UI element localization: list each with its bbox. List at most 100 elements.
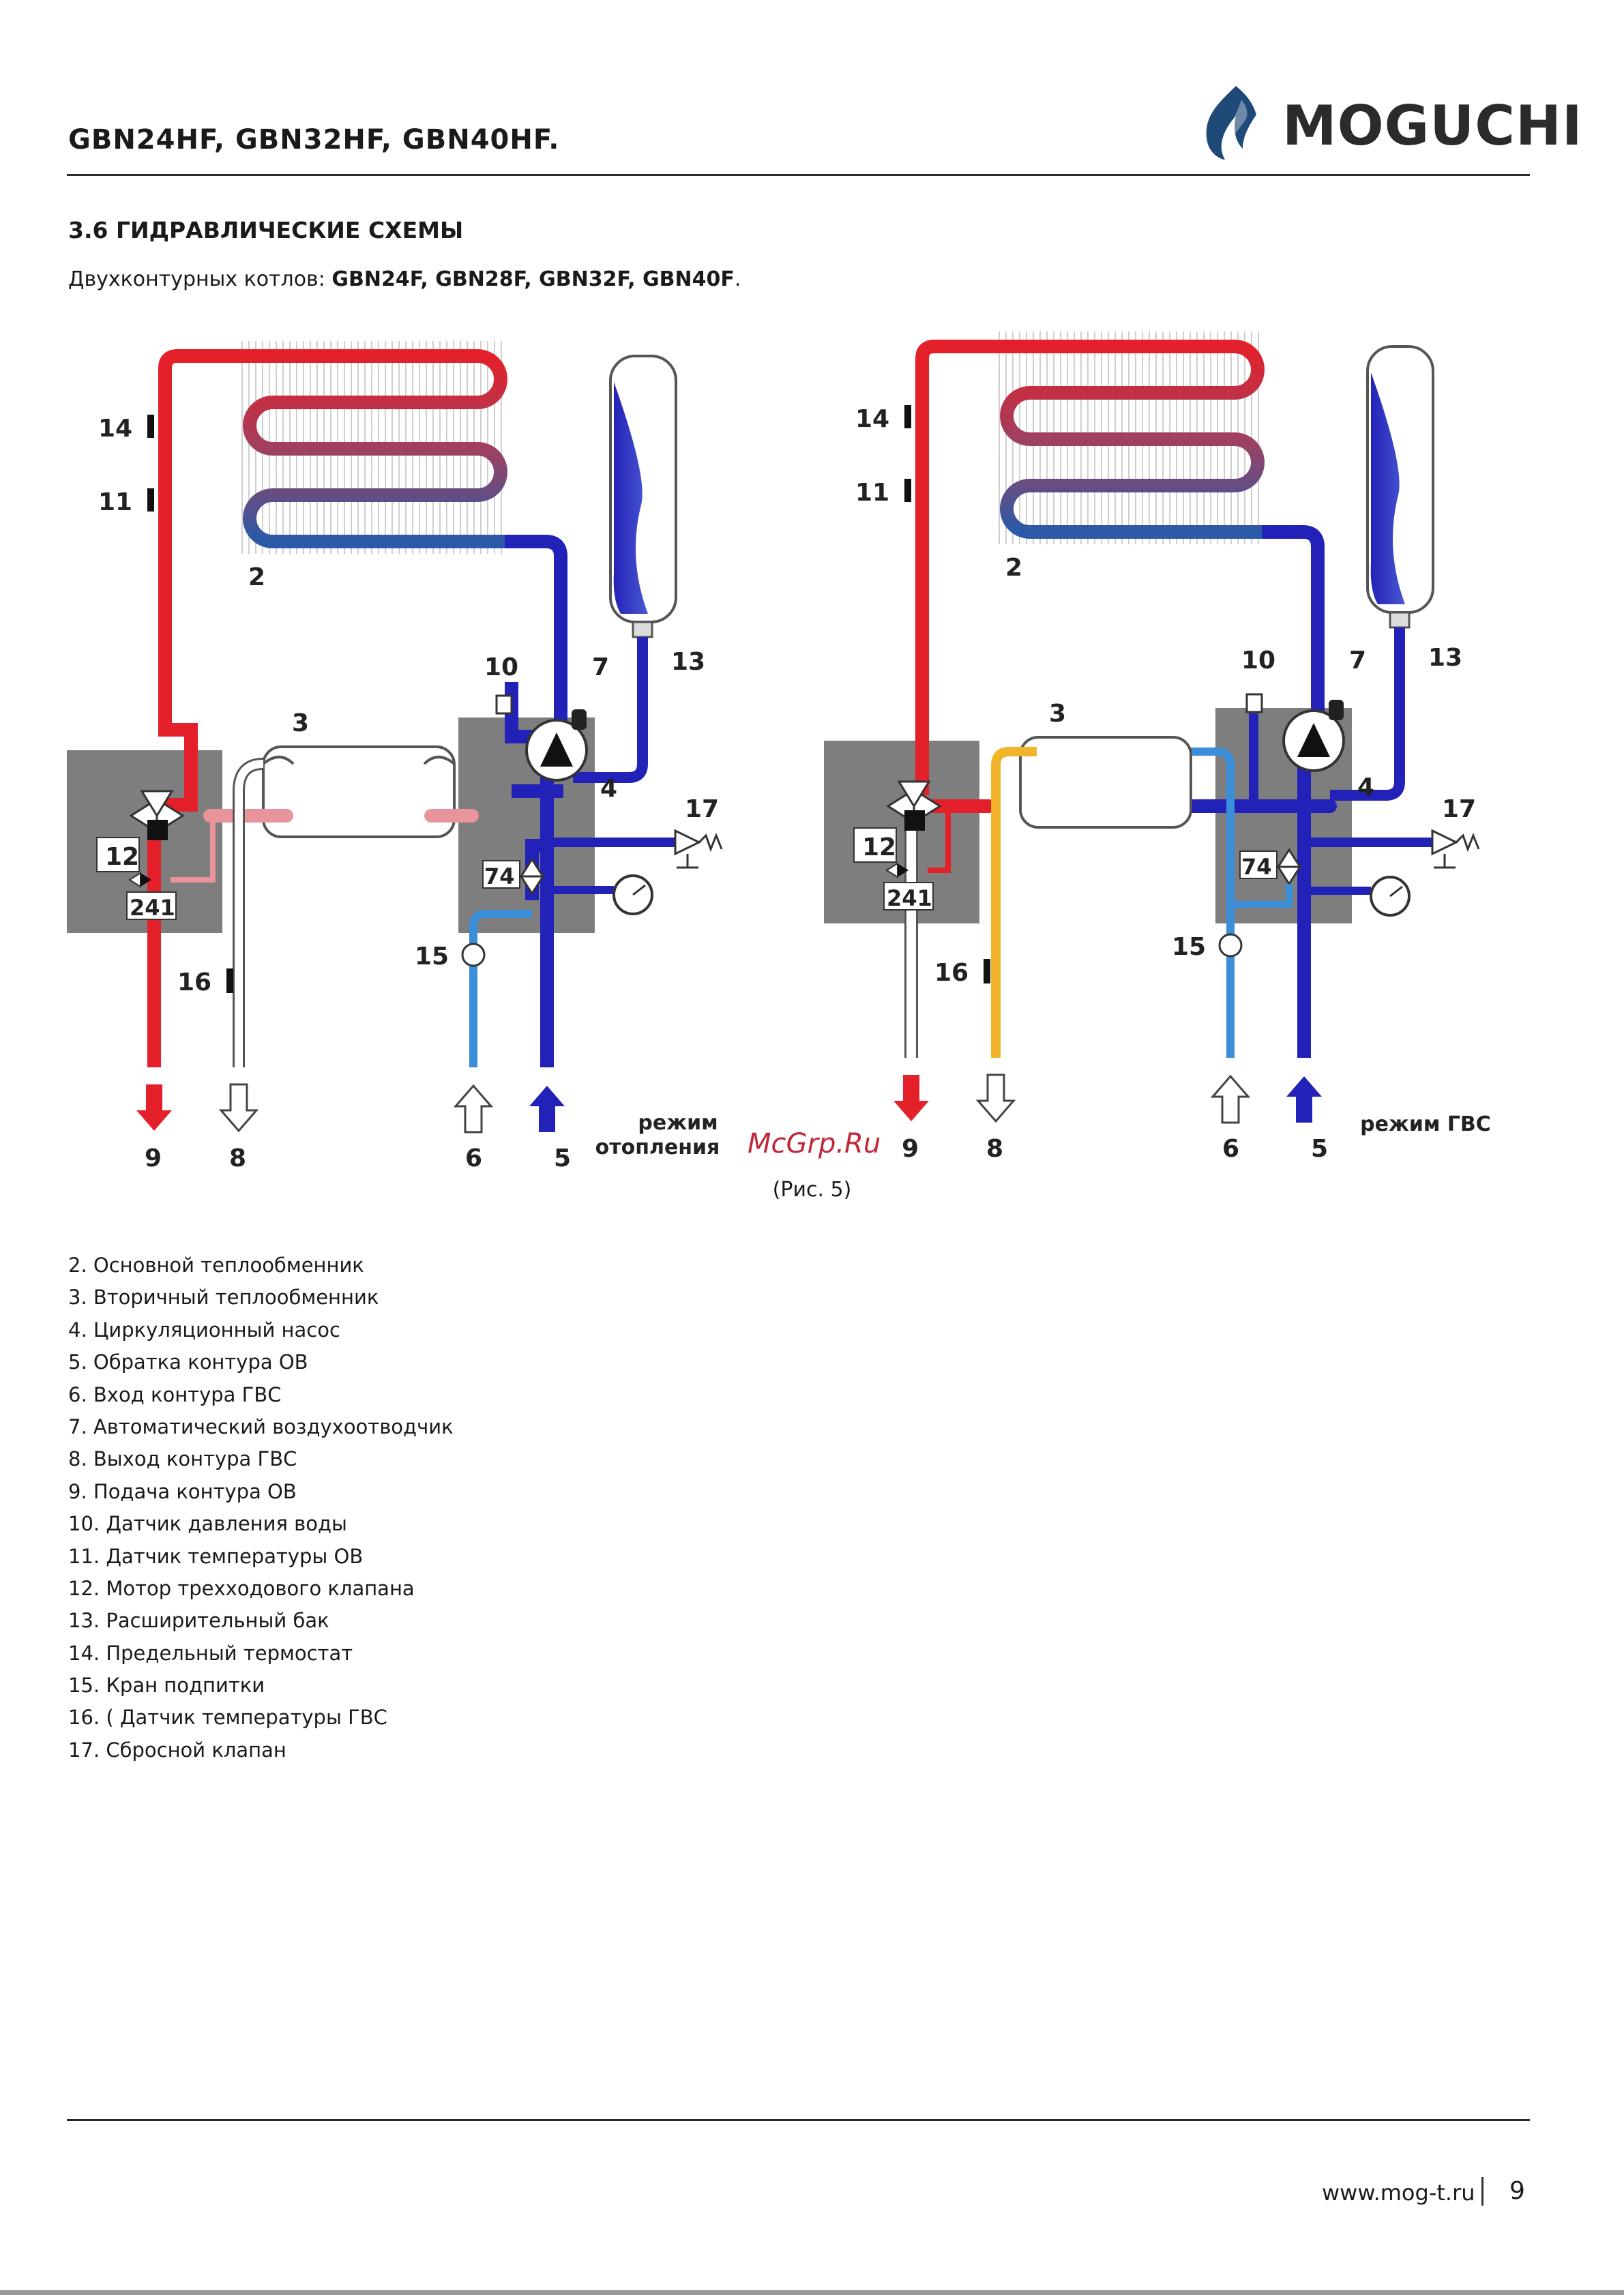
secondary-heat-exchanger [262,745,456,838]
label-241: 241 [130,895,175,921]
legend-item: 16. ( Датчик температуры ГВС [68,1706,387,1730]
legend-item: 10. Датчик давления воды [68,1512,347,1536]
label-10: 10 [484,653,518,681]
footer-divider [67,2119,1530,2121]
label-2: 2 [1005,554,1022,582]
return-arrow [529,1086,565,1132]
label-5: 5 [1311,1135,1328,1163]
label-9: 9 [902,1135,919,1163]
label-12: 12 [105,843,139,871]
footer-url[interactable]: www.mog-t.ru [1322,2180,1475,2206]
label-15: 15 [415,943,449,971]
label-9: 9 [145,1144,162,1172]
legend-item: 8. Выход контура ГВС [68,1447,297,1471]
intro-suffix: . [734,267,741,291]
limit-thermostat [904,405,911,428]
label-6: 6 [1222,1135,1239,1163]
label-17: 17 [685,795,719,823]
intro-prefix: Двухконтурных котлов: [68,267,332,291]
legend-item: 3. Вторичный теплообменник [68,1286,379,1309]
scheme-dhw: 14 11 2 10 7 13 3 4 17 12 241 74 15 16 9… [824,331,1491,1163]
label-11: 11 [855,479,889,507]
label-16: 16 [177,968,211,996]
legend-item: 2. Основной теплообменник [68,1254,364,1277]
fill-tap [461,943,486,967]
legend-item: 6. Вход контура ГВС [68,1382,282,1406]
hydraulic-diagram: 14 11 2 10 7 13 3 4 17 12 241 74 15 16 9… [67,331,1491,1172]
label-74: 74 [1241,854,1272,880]
brand-name: MOGUCHI [1282,94,1583,158]
legend-item: 13. Расширительный бак [68,1609,329,1633]
flame-logo-icon [1206,86,1256,160]
label-10: 10 [1241,647,1275,675]
label-3: 3 [292,709,309,737]
label-17: 17 [1442,795,1476,823]
label-14: 14 [855,405,889,433]
dhw-sensor [984,959,990,983]
pressure-sensor [1245,693,1263,713]
mode-dhw: режим ГВС [1360,1112,1491,1136]
cold-in-arrow [1210,1074,1251,1124]
label-74: 74 [484,863,515,889]
label-13: 13 [671,648,705,676]
dhw-sensor [226,968,233,993]
footer-separator [1481,2177,1483,2206]
label-11: 11 [98,488,132,516]
safety-valve [1431,829,1459,856]
label-15: 15 [1172,933,1206,961]
valve-motor [853,827,897,863]
bottom-band [0,2290,1624,2295]
label-12: 12 [862,833,896,861]
label-3: 3 [1049,700,1066,728]
limit-thermostat [147,415,154,438]
legend-item: 9. Подача контура ОВ [68,1479,297,1503]
legend-item: 5. Обратка контура ОВ [68,1350,308,1374]
supply-arrow [136,1084,172,1131]
figure-caption: (Рис. 5) [772,1178,852,1202]
intro-models: GBN24F, GBN28F, GBN32F, GBN40F [331,267,735,291]
component-legend: 2. Основной теплообменник 3. Вторичный т… [68,1249,454,1766]
heating-temp-sensor [147,488,154,512]
label-6: 6 [465,1144,482,1172]
label-7: 7 [592,653,609,681]
header-divider [67,174,1530,176]
legend-item: 7. Автоматический воздухоотводчик [68,1415,454,1438]
mode-heating-line1: режим [638,1111,718,1135]
legend-item: 15. Кран подпитки [68,1674,265,1698]
label-8: 8 [229,1144,246,1172]
fill-tap [1218,933,1243,958]
legend-item: 12. Мотор трехходового клапана [68,1576,415,1600]
label-13: 13 [1428,644,1462,672]
label-16: 16 [934,959,969,987]
label-5: 5 [554,1144,571,1172]
section-intro: Двухконтурных котлов: GBN24F, GBN28F, GB… [68,267,741,291]
pressure-sensor [495,694,513,715]
label-241: 241 [887,885,932,911]
heating-temp-sensor [904,479,911,502]
label-4: 4 [1357,773,1374,801]
bypass-valve [1239,850,1278,879]
secondary-heat-exchanger [1019,736,1192,829]
label-8: 8 [986,1135,1003,1163]
mode-heating-line2: отопления [595,1136,720,1159]
label-7: 7 [1349,647,1366,675]
air-vent [572,709,587,730]
scheme-heating: 14 11 2 10 7 13 3 4 17 12 241 74 15 16 9… [67,341,723,1172]
section-title: 3.6 ГИДРАВЛИЧЕСКИЕ СХЕМЫ [68,217,464,243]
air-vent [1329,700,1344,720]
bypass-valve [482,860,520,889]
legend-item: 17. Сбросной клапан [68,1738,286,1762]
dhw-out-arrow [975,1074,1016,1123]
label-4: 4 [600,775,617,803]
label-14: 14 [98,415,132,443]
legend-item: 14. Предельный термостат [68,1641,353,1665]
return-arrow [1286,1076,1322,1123]
header-models: GBN24HF, GBN32HF, GBN40HF. [68,124,560,156]
legend-item: 4. Циркуляционный насос [68,1318,340,1342]
legend-item: 11. Датчик температуры ОВ [68,1544,364,1568]
supply-arrow [894,1075,929,1121]
cold-in-arrow [453,1084,494,1134]
page-number: 9 [1509,2177,1525,2205]
safety-valve [674,829,702,856]
watermark: McGrp.Ru [748,1128,881,1159]
